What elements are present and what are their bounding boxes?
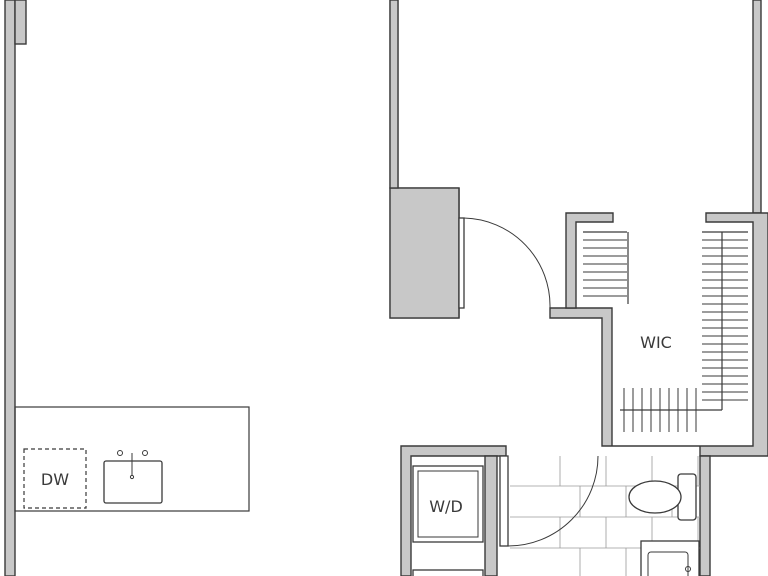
left-exterior-wall bbox=[4, 0, 27, 576]
bathroom-sink bbox=[640, 540, 700, 576]
dishwasher: DW bbox=[23, 448, 87, 509]
washer-dryer: W/D bbox=[412, 465, 484, 576]
wic-shelving bbox=[583, 231, 748, 432]
kitchen-counter bbox=[14, 406, 250, 512]
bathroom-door bbox=[499, 455, 599, 547]
washer-dryer-label: W/D bbox=[429, 497, 463, 516]
central-wall bbox=[389, 0, 460, 319]
toilet bbox=[628, 473, 697, 521]
bedroom-wall bbox=[458, 0, 762, 318]
bathroom-walls bbox=[400, 445, 711, 576]
wic-walls bbox=[549, 212, 768, 457]
kitchen-sink bbox=[103, 450, 163, 504]
bedroom-door bbox=[458, 217, 551, 309]
dishwasher-label: DW bbox=[41, 470, 69, 489]
wic-label: WIC bbox=[640, 333, 672, 352]
